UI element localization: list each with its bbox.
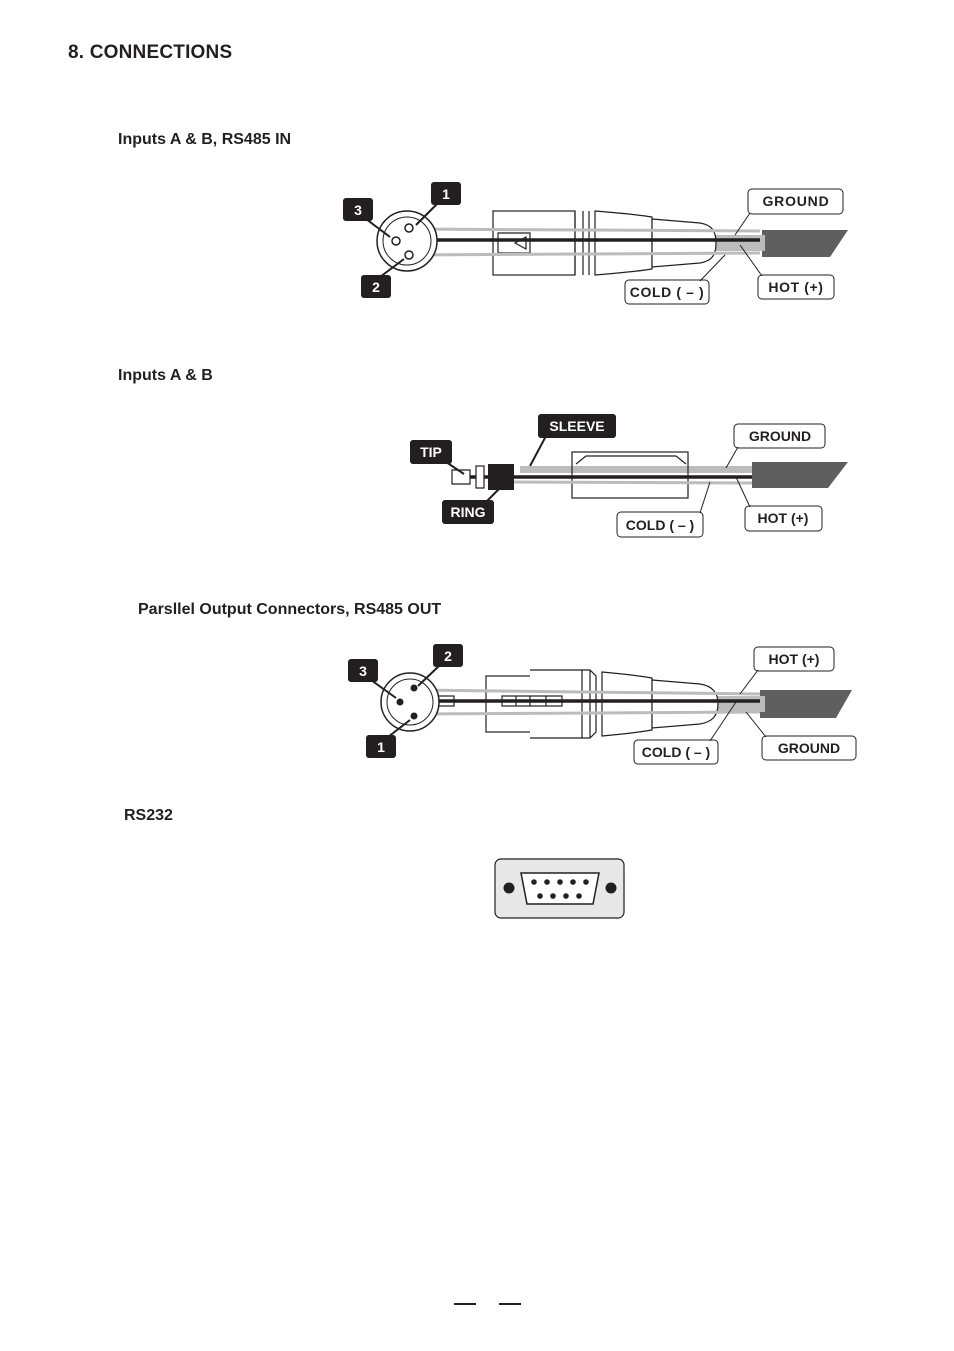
pin-3 xyxy=(391,236,401,246)
svg-text:TIP: TIP xyxy=(420,444,442,460)
svg-text:COLD ( – ): COLD ( – ) xyxy=(642,744,710,760)
ground-conductor xyxy=(413,710,761,716)
db9-screw-right xyxy=(605,882,617,894)
tip-badge: TIP xyxy=(410,440,465,475)
ring-badge: RING xyxy=(442,483,505,524)
cold-callout: COLD ( – ) xyxy=(624,254,726,305)
svg-text:SLEEVE: SLEEVE xyxy=(549,418,604,434)
xlr-connector-body xyxy=(492,210,717,276)
cable-jacket xyxy=(752,462,848,488)
svg-text:RING: RING xyxy=(451,504,486,520)
pin-1-badge: 1 xyxy=(415,182,461,226)
svg-text:3: 3 xyxy=(354,202,362,218)
ground-callout: GROUND xyxy=(725,423,826,469)
shield-braid xyxy=(520,466,752,473)
ground-conductor xyxy=(407,227,761,233)
pin-1 xyxy=(410,712,418,720)
svg-text:COLD ( – ): COLD ( – ) xyxy=(626,517,694,533)
jack-plug-tip xyxy=(451,464,514,490)
xlr-connector-body xyxy=(435,669,719,739)
cold-conductor xyxy=(499,480,753,485)
sleeve-badge: SLEEVE xyxy=(529,414,616,467)
pin-2 xyxy=(404,250,414,260)
footer-mark-right xyxy=(499,1303,521,1305)
db9-pins xyxy=(531,879,589,899)
jack-input-title: Inputs A & B xyxy=(118,367,213,384)
jack-input-diagram: TIP RING SLEEVE GROUND COLD ( – ) HOT (+… xyxy=(410,414,848,538)
svg-text:2: 2 xyxy=(372,279,380,295)
hot-callout: HOT (+) xyxy=(739,646,835,695)
hot-callout: HOT (+) xyxy=(735,476,823,532)
svg-text:3: 3 xyxy=(359,663,367,679)
ground-callout: GROUND xyxy=(734,188,844,236)
svg-text:1: 1 xyxy=(377,739,385,755)
xlr-input-diagram: 1 3 2 GROUND COLD ( – ) HOT (+) xyxy=(343,182,848,305)
pin-1 xyxy=(404,223,414,233)
svg-text:HOT (+): HOT (+) xyxy=(758,510,809,526)
xlr-output-diagram: 2 3 1 HOT (+) COLD ( – ) GROUND xyxy=(348,644,857,765)
svg-text:GROUND: GROUND xyxy=(778,740,840,756)
pin-3 xyxy=(396,698,404,706)
svg-text:GROUND: GROUND xyxy=(762,193,829,209)
cold-conductor xyxy=(407,251,761,257)
xlr-face xyxy=(376,210,438,272)
db9-screw-left xyxy=(503,882,515,894)
jack-plug-body xyxy=(571,451,689,499)
pin-1-badge: 1 xyxy=(366,719,411,758)
xlr-output-title: Parsllel Output Connectors, RS485 OUT xyxy=(138,601,442,618)
xlr-face xyxy=(380,672,440,732)
pin-2-badge: 2 xyxy=(417,644,463,687)
ground-callout: GROUND xyxy=(745,711,857,761)
svg-text:1: 1 xyxy=(442,186,450,202)
cold-callout: COLD ( – ) xyxy=(616,481,711,538)
svg-text:HOT (+): HOT (+) xyxy=(768,279,823,295)
svg-text:GROUND: GROUND xyxy=(749,428,811,444)
cold-callout: COLD ( – ) xyxy=(633,701,737,765)
cable-jacket xyxy=(760,690,852,718)
hot-conductor xyxy=(413,688,761,696)
db9-shell xyxy=(520,872,600,905)
pin-3-badge: 3 xyxy=(343,198,391,238)
svg-text:HOT (+): HOT (+) xyxy=(769,651,820,667)
pin-2-badge: 2 xyxy=(361,258,405,298)
svg-text:2: 2 xyxy=(444,648,452,664)
rs232-title: RS232 xyxy=(124,807,173,824)
svg-text:COLD ( – ): COLD ( – ) xyxy=(630,284,704,300)
footer-mark-left xyxy=(454,1303,476,1305)
pin-3-badge: 3 xyxy=(348,659,397,699)
hot-callout: HOT (+) xyxy=(739,244,835,300)
section-title: 8. CONNECTIONS xyxy=(68,42,233,63)
cable-jacket xyxy=(762,230,848,257)
db9-connector xyxy=(494,858,625,919)
pin-2 xyxy=(410,684,418,692)
xlr-input-title: Inputs A & B, RS485 IN xyxy=(118,131,292,148)
